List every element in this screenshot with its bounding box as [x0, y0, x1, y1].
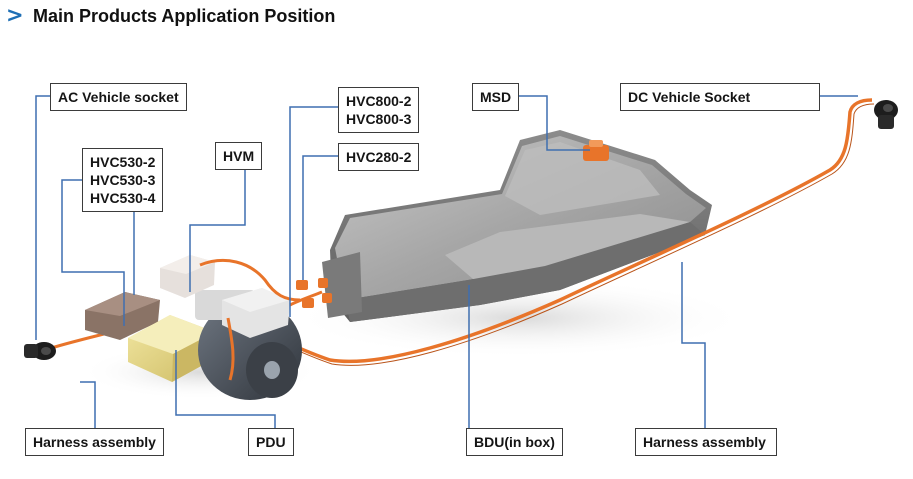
- dc-harness-cable-edge: [236, 103, 875, 366]
- label-hvc530: HVC530-2 HVC530-3 HVC530-4: [82, 148, 164, 212]
- leader-harness-left: [80, 381, 96, 430]
- msd-connector: [583, 140, 609, 161]
- label-hvc800-3: HVC800-3: [346, 111, 412, 127]
- leader-msd: [517, 95, 590, 151]
- leader-hvm: [189, 166, 246, 292]
- leader-ac-socket: [35, 95, 50, 340]
- chevron-right-icon: >: [6, 3, 24, 27]
- label-pdu: PDU: [248, 428, 294, 456]
- label-hvc530-4: HVC530-4: [90, 190, 156, 206]
- label-hvc530-2: HVC530-2: [90, 154, 156, 170]
- label-hvc800-2: HVC800-2: [346, 93, 412, 109]
- label-harness-assembly-right: Harness assembly: [635, 428, 777, 456]
- leader-hvc280: [302, 155, 338, 280]
- dc-harness-cable: [234, 98, 873, 364]
- hvc530-box: [85, 292, 160, 340]
- label-msd: MSD: [472, 83, 520, 111]
- label-hvc800: HVC800-2 HVC800-3: [338, 87, 420, 133]
- label-hvc280: HVC280-2: [338, 143, 420, 171]
- ac-socket: [24, 342, 56, 360]
- page-header: > Main Products Application Position: [0, 0, 913, 34]
- pdu-cable: [226, 317, 235, 381]
- label-hvm: HVM: [215, 142, 263, 170]
- leader-harness-right: [681, 262, 706, 430]
- label-ac-vehicle-socket: AC Vehicle socket: [50, 83, 187, 111]
- leader-lines: [35, 95, 858, 430]
- battery-pack: [322, 130, 712, 322]
- label-hvc530-3: HVC530-3: [90, 172, 156, 188]
- pdu-unit: [222, 288, 290, 338]
- hvm-cable: [199, 258, 301, 302]
- label-harness-assembly-left: Harness assembly: [25, 428, 164, 456]
- page-title: Main Products Application Position: [33, 6, 336, 26]
- leader-hvc800: [289, 106, 338, 317]
- dc-socket: [874, 100, 898, 129]
- leader-pdu: [175, 350, 276, 430]
- label-dc-vehicle-socket: DC Vehicle Socket: [620, 83, 820, 111]
- label-bdu: BDU(in box): [466, 428, 563, 456]
- pack-front-connectors: [296, 278, 332, 308]
- leader-hvc530: [61, 179, 125, 326]
